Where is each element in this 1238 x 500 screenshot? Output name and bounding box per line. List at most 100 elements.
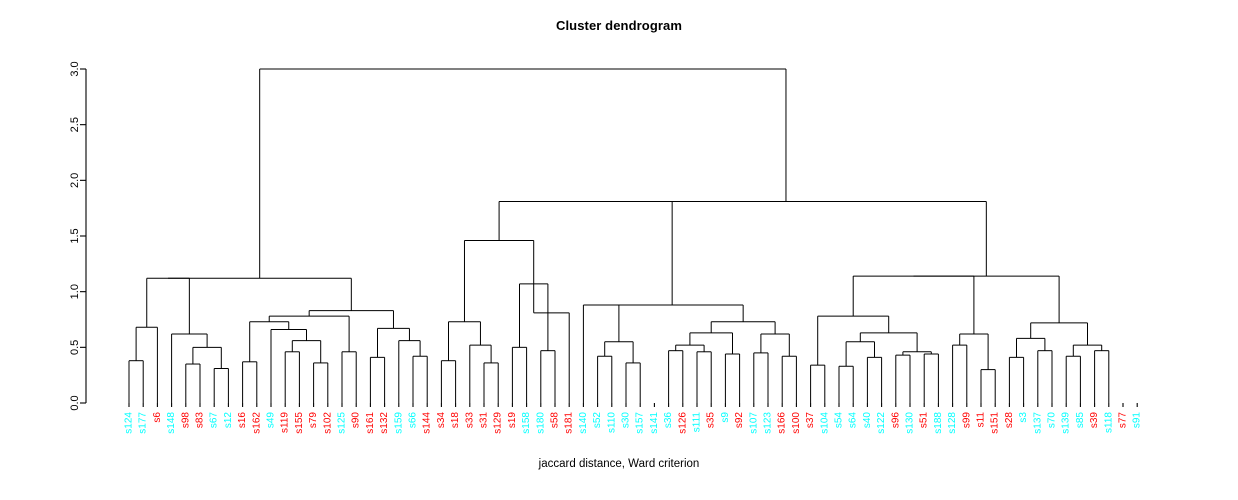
leaf-label: s31 (479, 412, 490, 429)
leaf-label: s98 (180, 412, 191, 429)
leaf-label: s3 (1018, 412, 1029, 423)
dendrogram-link (1030, 322, 1088, 346)
leaf-label: s9 (720, 412, 731, 423)
leaf-label: s110 (606, 412, 617, 433)
leaf-label: s180 (535, 412, 546, 434)
leaf-label: s158 (521, 412, 532, 434)
dendrogram-link (483, 362, 499, 403)
leaf-label: s148 (166, 412, 177, 434)
leaf-label: s52 (592, 412, 603, 429)
y-axis-tick-label: 3.0 (69, 61, 81, 76)
dendrogram-link (1016, 337, 1046, 358)
dendrogram-link (710, 321, 776, 334)
dendrogram-link (242, 361, 258, 403)
leaf-label: s151 (990, 412, 1001, 434)
dendrogram-link (498, 200, 673, 306)
leaf-label: s111 (692, 412, 703, 433)
dendrogram-link (1065, 355, 1081, 403)
dendrogram-link (585, 200, 987, 277)
dendrogram-link (440, 360, 457, 403)
leaf-label: s92 (734, 412, 745, 429)
dendrogram-link (1072, 344, 1103, 357)
leaf-label: s96 (890, 412, 901, 429)
y-axis-tick-label: 2.5 (69, 117, 81, 132)
dendrogram-link (866, 356, 883, 403)
dendrogram-link (923, 353, 939, 403)
dendrogram-link (469, 344, 492, 403)
dendrogram-link (511, 346, 528, 403)
dendrogram-link (838, 365, 854, 403)
leaf-label: s155 (294, 412, 305, 434)
dendrogram-link (980, 369, 996, 403)
leaf-label: s102 (322, 412, 333, 434)
leaf-label: s139 (1061, 412, 1072, 434)
leaf-label: s37 (805, 412, 816, 429)
dendrogram-link (540, 350, 556, 403)
dendrogram-link (689, 332, 733, 355)
leaf-label: s157 (635, 412, 646, 434)
x-axis-label: jaccard distance, Ward criterion (538, 458, 700, 470)
leaf-label: s166 (777, 412, 788, 434)
leaf-label: s36 (663, 412, 674, 429)
dendrogram-link (753, 352, 769, 403)
page-title: Cluster dendrogram (555, 18, 683, 33)
leaf-label: s30 (621, 412, 632, 429)
leaf-label: s140 (578, 412, 589, 434)
leaf-label: s91 (1132, 412, 1143, 429)
leaf-label: s122 (876, 412, 887, 434)
leaf-label: s119 (280, 412, 291, 433)
dendrogram-link (448, 321, 481, 361)
leaf-label: s126 (677, 412, 688, 434)
leaf-label: s35 (706, 412, 717, 429)
dendrogram-link (412, 355, 428, 403)
dendrogram-link (284, 351, 300, 403)
leaf-label: s34 (436, 412, 447, 429)
leaf-label: s118 (1103, 412, 1114, 433)
y-axis-tick-label: 0.0 (69, 395, 81, 410)
dendrogram-link (249, 321, 290, 362)
dendrogram-link (668, 350, 684, 403)
leaf-label: s128 (947, 412, 958, 434)
dendrogram-link (625, 362, 641, 403)
dendrogram-link (696, 351, 712, 403)
dendrogram-link (902, 351, 932, 356)
dendrogram-link (582, 304, 620, 403)
leaf-label: s129 (493, 412, 504, 434)
dendrogram-link (724, 353, 741, 403)
dendrogram-link (185, 363, 201, 403)
dendrogram-link (398, 340, 421, 403)
leaf-label: s39 (1089, 412, 1100, 429)
leaf-label: s130 (905, 412, 916, 434)
dendrogram-link (852, 275, 975, 334)
dendrogram-link (192, 346, 222, 369)
dendrogram-link (341, 351, 357, 403)
dendrogram-link (601, 304, 744, 322)
leaf-label: s90 (351, 412, 362, 429)
leaf-label: s104 (819, 412, 830, 434)
leaf-label: s28 (1004, 412, 1015, 429)
dendrogram-link (952, 344, 968, 403)
dendrogram-link (597, 355, 613, 403)
dendrogram-link (213, 367, 229, 403)
dendrogram-link (604, 341, 634, 363)
leaf-label: s66 (408, 412, 419, 429)
leaf-label: s12 (223, 412, 234, 429)
leaf-label: s107 (748, 412, 759, 434)
dendrogram-link (128, 360, 144, 403)
leaf-label: s181 (564, 412, 575, 434)
dendrogram-links (128, 68, 1110, 403)
leaf-label: s99 (961, 412, 972, 429)
dendrogram-link (313, 362, 329, 403)
dendrogram-link (171, 333, 208, 403)
dendrogram-link (146, 277, 190, 334)
leaf-label: s64 (848, 412, 859, 429)
leaf-label: s16 (237, 412, 248, 429)
y-axis-tick-label: 2.0 (69, 173, 81, 188)
leaf-label: s123 (763, 412, 774, 434)
y-axis-tick-label: 1.5 (69, 228, 81, 243)
y-axis-tick-label: 1.0 (69, 284, 81, 299)
leaf-label: s144 (422, 412, 433, 434)
